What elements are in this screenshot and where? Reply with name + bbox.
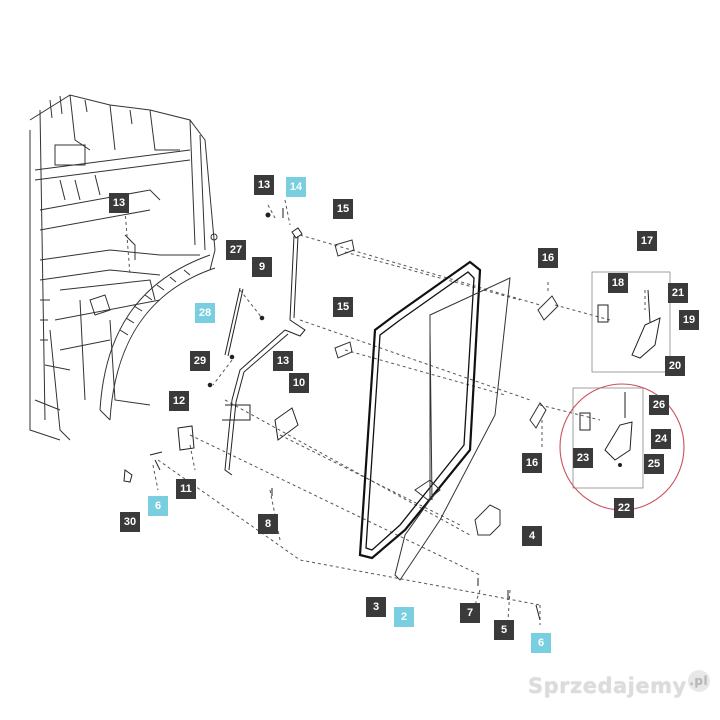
callout-11: 11 [176,479,196,499]
callout-18: 18 [608,273,628,293]
callout-22: 22 [614,498,634,518]
callout-27: 27 [226,240,246,260]
leader-lines [124,199,646,625]
callout-21: 21 [668,283,688,303]
callout-29: 29 [190,351,210,371]
callout-15b: 15 [333,297,353,317]
callout-12: 12 [169,391,189,411]
callout-6b: 6 [531,633,551,653]
fasteners [154,208,541,621]
callout-14: 14 [286,177,306,197]
door-handle [474,504,501,536]
watermark: Sprzedajemy.pl [528,670,710,698]
callout-9: 9 [252,257,272,277]
callout-13b: 13 [109,193,129,213]
door-glass-seal [358,260,482,560]
latch-lower [572,387,644,489]
callout-24: 24 [651,429,671,449]
callout-3: 3 [366,597,386,617]
door-hinges [123,227,306,483]
callout-4: 4 [522,526,542,546]
pad-top [537,295,559,321]
callout-8: 8 [258,514,278,534]
callout-16b: 16 [522,453,542,473]
door-glass-panel [394,277,511,581]
callout-17: 17 [637,231,657,251]
callout-15a: 15 [333,199,353,219]
latch-upper [591,271,671,373]
callout-5: 5 [494,620,514,640]
callout-23: 23 [573,448,593,468]
callout-28: 28 [195,303,215,323]
spacer-top [334,239,355,257]
callout-7: 7 [460,603,480,623]
watermark-text: Sprzedajemy [528,674,687,698]
callout-25: 25 [644,454,664,474]
callout-19: 19 [679,310,699,330]
callout-26: 26 [649,395,669,415]
callout-16a: 16 [538,248,558,268]
callout-13a: 13 [254,175,274,195]
callout-6a: 6 [148,496,168,516]
callout-13c: 13 [273,351,293,371]
callout-2: 2 [394,607,414,627]
cab-frame [29,94,218,441]
watermark-suffix: .pl [687,670,710,692]
callout-10: 10 [289,373,309,393]
spacer-middle [334,341,353,359]
pad-bottom [529,402,547,429]
callout-30: 30 [120,512,140,532]
callout-20: 20 [665,356,685,376]
